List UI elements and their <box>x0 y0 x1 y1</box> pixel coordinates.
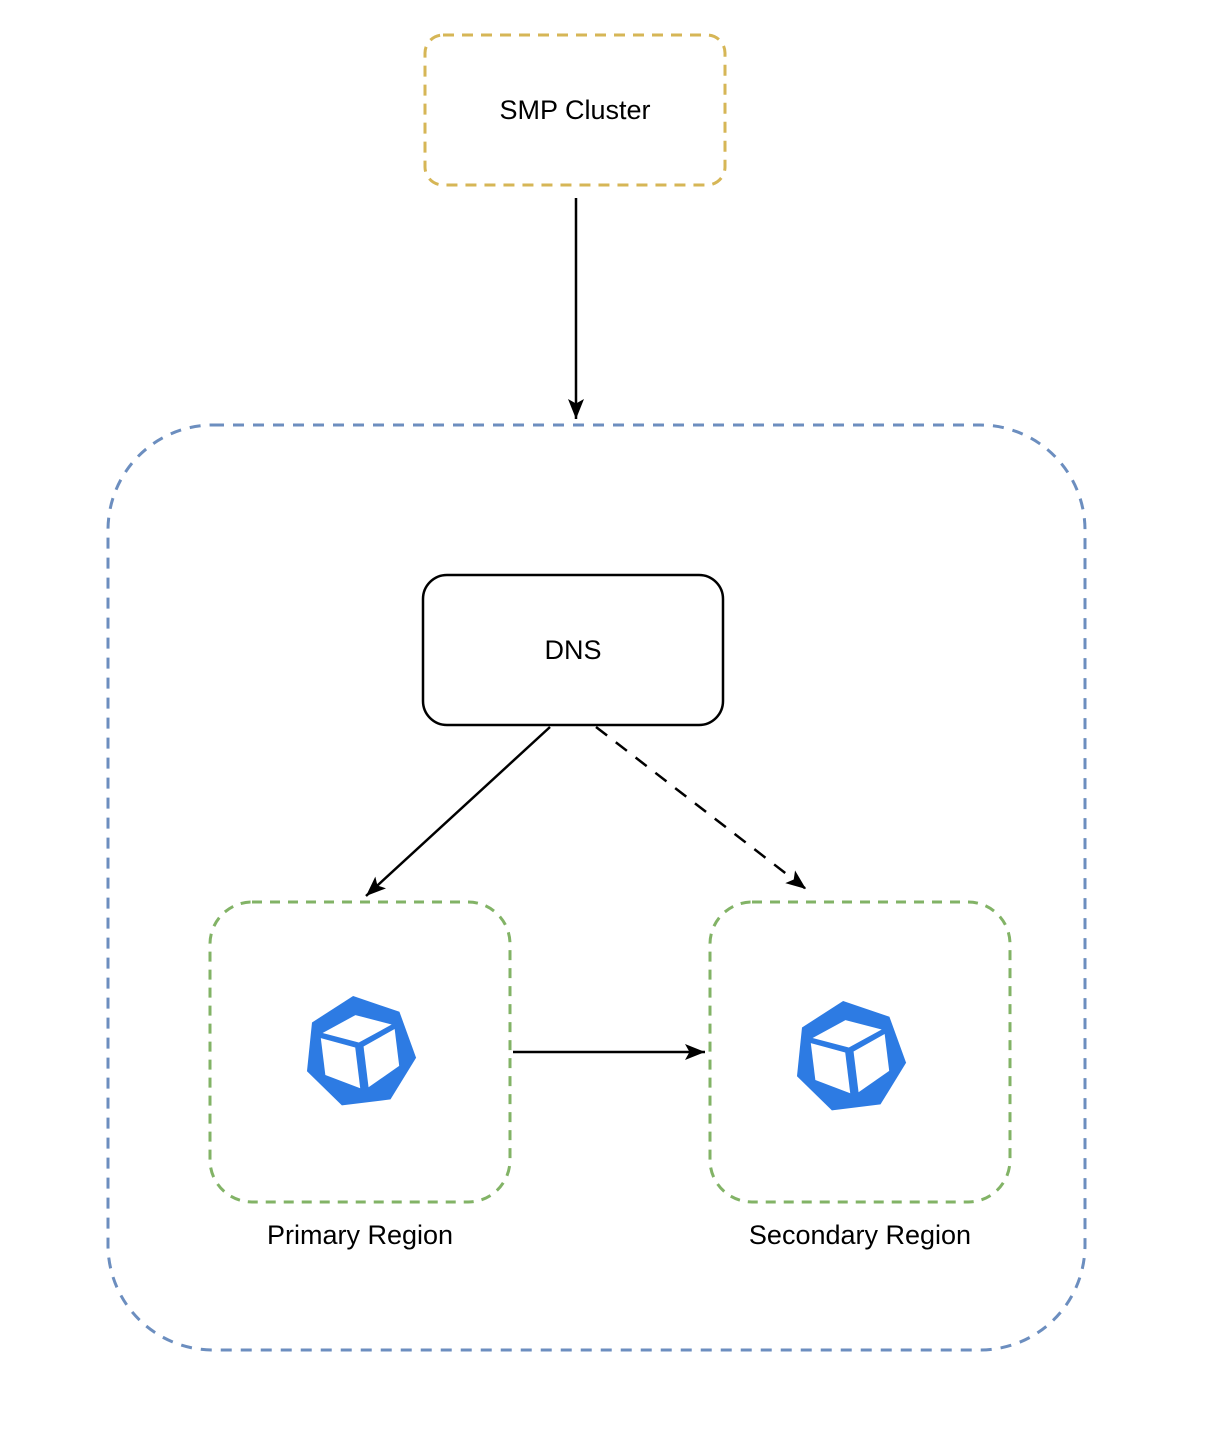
heptagon-shape <box>796 1001 907 1111</box>
dns-zone-container <box>106 423 1087 1352</box>
primary-region-box <box>208 900 512 1204</box>
cube-right-face <box>853 1034 890 1093</box>
kubernetes-cube-icon <box>306 996 417 1106</box>
cube-left-face <box>320 1038 361 1089</box>
smp-cluster-label: SMP Cluster <box>499 94 651 125</box>
cube-top-face <box>322 1015 392 1043</box>
dns-box <box>421 573 725 727</box>
edge-dns-to-primary <box>365 726 551 897</box>
secondary-region-box <box>708 900 1012 1204</box>
kubernetes-cube-icon <box>796 1001 907 1111</box>
dns-label: DNS <box>544 634 602 665</box>
cube-right-face <box>363 1029 400 1088</box>
smp-cluster-box <box>423 33 727 187</box>
primary-region-label: Primary Region <box>266 1220 454 1250</box>
edge-dns-to-secondary <box>595 726 807 890</box>
cube-top-face <box>812 1020 882 1048</box>
cube-left-face <box>810 1043 851 1094</box>
secondary-region-label: Secondary Region <box>748 1220 972 1250</box>
heptagon-shape <box>306 996 417 1106</box>
